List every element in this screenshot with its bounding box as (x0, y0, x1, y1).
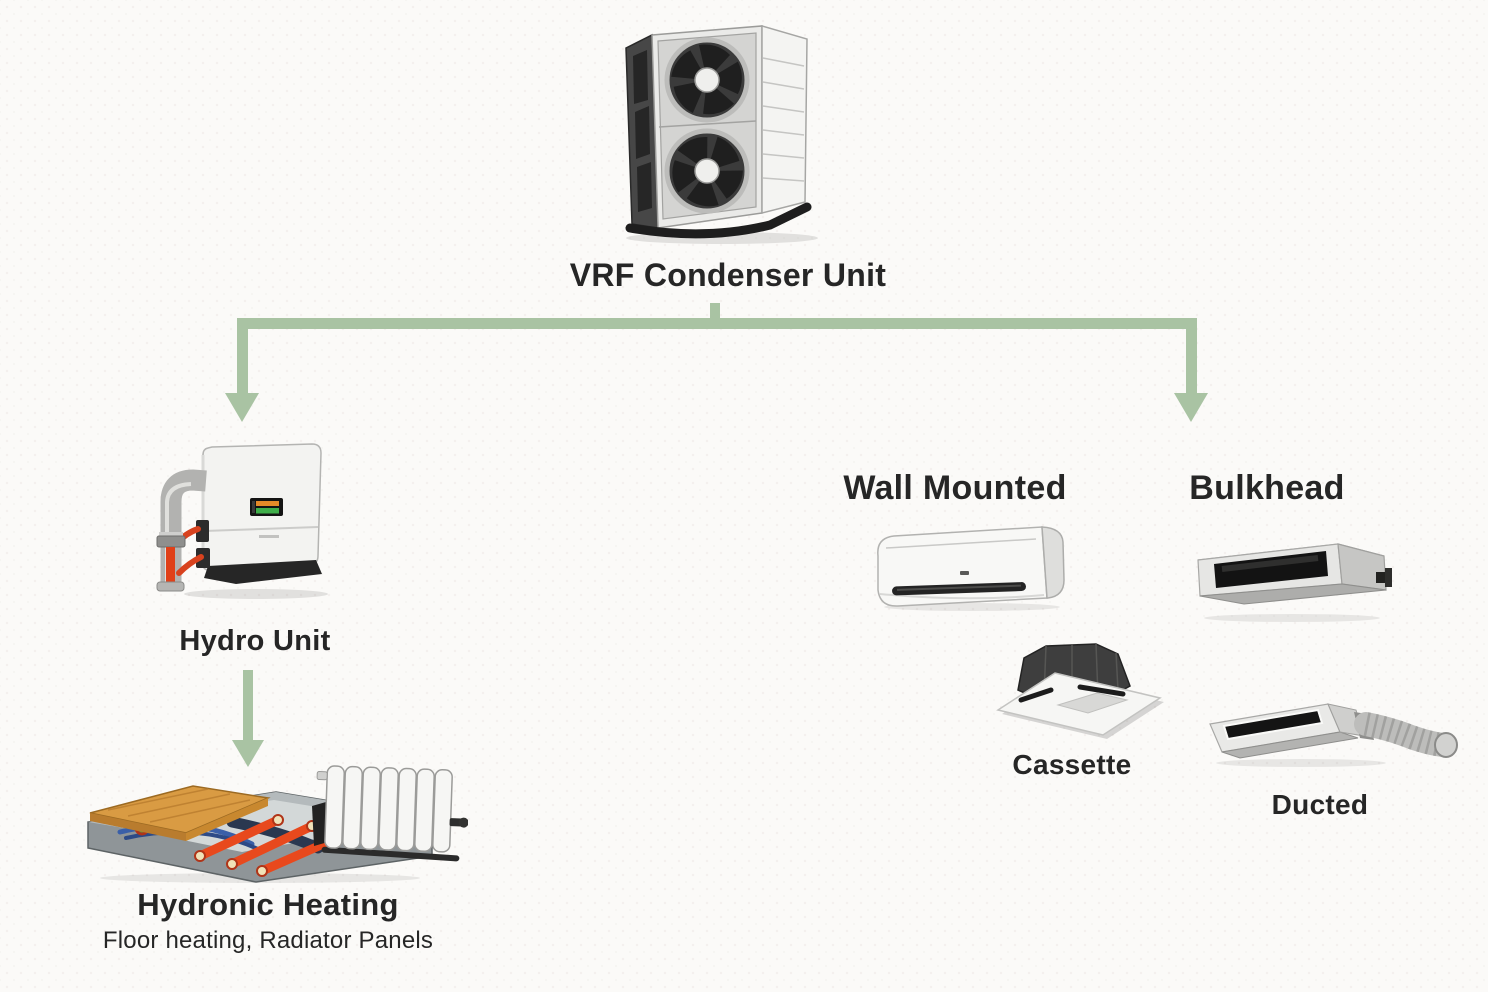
ducted-label: Ducted (1271, 789, 1369, 820)
connector-horizontal (237, 318, 1197, 329)
arrow-down-icon (225, 393, 259, 422)
wall-mounted-label: Wall Mounted (843, 469, 1067, 507)
hydronic-heating-sublabel: Floor heating, Radiator Panels (102, 927, 434, 954)
connector-root-stub (710, 303, 720, 320)
connector-left-vertical (237, 318, 248, 395)
hydro-unit-icon (146, 436, 338, 604)
wall-mounted-unit-icon (866, 518, 1078, 612)
connector-right-vertical (1186, 318, 1197, 395)
hydronic-heating-icon (80, 760, 468, 886)
cassette-label: Cassette (1012, 749, 1132, 780)
arrow-down-icon (232, 740, 264, 767)
arrow-down-icon (1174, 393, 1208, 422)
bulkhead-unit-icon (1190, 538, 1398, 624)
connector-hydro-to-hydronic (243, 670, 253, 742)
vrf-condenser-label: VRF Condenser Unit (569, 257, 887, 293)
vrf-condenser-icon (610, 16, 822, 246)
ducted-unit-icon (1206, 696, 1458, 770)
hydronic-heating-label: Hydronic Heating (137, 887, 399, 922)
hydro-unit-label: Hydro Unit (179, 625, 331, 657)
bulkhead-label: Bulkhead (1189, 469, 1345, 507)
cassette-unit-icon (988, 640, 1172, 742)
